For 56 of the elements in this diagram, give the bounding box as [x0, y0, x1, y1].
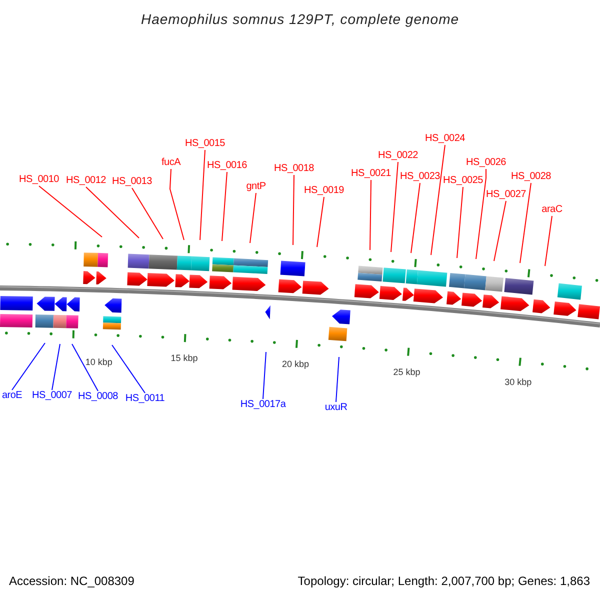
- leader-line: [494, 200, 506, 262]
- leader-line: [336, 356, 340, 402]
- gene-label: HS_0012: [66, 175, 106, 187]
- gene-label: HS_0008: [78, 391, 118, 403]
- leader-line: [370, 180, 372, 250]
- leader-line: [544, 216, 552, 266]
- gene-label: HS_0017a: [240, 399, 286, 411]
- gene-label: HS_0021: [351, 168, 391, 180]
- gene-label: HS_0007: [32, 390, 72, 402]
- leader-line: [250, 192, 256, 244]
- leader-line: [72, 344, 98, 392]
- accession-text: Accession: NC_008309: [9, 574, 134, 588]
- gene-label: HS_0015: [185, 138, 225, 150]
- leader-line: [112, 344, 146, 394]
- gene-label: HS_0024: [425, 133, 465, 145]
- gene-label: HS_0019: [304, 185, 344, 197]
- scale-label: 25 kbp: [393, 366, 420, 377]
- gene-label: aroE: [2, 390, 22, 402]
- scale-label: 30 kbp: [504, 376, 532, 387]
- leader-line: [222, 172, 228, 242]
- gene-label: HS_0022: [378, 150, 418, 162]
- gene-label: HS_0011: [125, 393, 165, 405]
- leader-line: [262, 352, 266, 400]
- leader-line: [476, 168, 486, 260]
- leader-line: [132, 188, 164, 240]
- genome-info-text: Topology: circular; Length: 2,007,700 bp; Genes: 1,863: [298, 574, 590, 588]
- scale-label: 20 kbp: [282, 358, 310, 369]
- leader-line: [430, 144, 446, 256]
- map-title: Haemophilus somnus 129PT, complete genome: [140, 11, 460, 27]
- leader-line: [390, 162, 398, 252]
- leader-line: [38, 186, 102, 238]
- gene-label: HS_0016: [207, 160, 247, 172]
- gene-label: uxuR: [324, 402, 348, 414]
- leader-line: [520, 182, 532, 264]
- gene-label: araC: [542, 204, 562, 216]
- gene-label: HS_0010: [19, 174, 59, 186]
- gene-label: HS_0013: [112, 176, 152, 188]
- leader-line: [410, 182, 420, 254]
- scale-label: 15 kbp: [170, 353, 198, 364]
- leader-line: [316, 196, 324, 248]
- scale-label: 10 kbp: [85, 357, 112, 368]
- gene-label: HS_0028: [511, 171, 551, 183]
- leader-line: [170, 168, 184, 240]
- leader-line: [200, 150, 206, 240]
- leader-line: [86, 186, 140, 238]
- gene-label: HS_0026: [466, 157, 506, 169]
- gene-label: HS_0025: [443, 175, 483, 187]
- gene-label: HS_0018: [274, 163, 314, 175]
- gene-label: gntP: [246, 181, 266, 193]
- gene-label: HS_0027: [486, 189, 526, 201]
- leader-line: [12, 342, 46, 390]
- gene-label: fucA: [162, 157, 180, 169]
- leader-line: [456, 186, 464, 258]
- leader-line: [292, 174, 294, 246]
- gene-label: HS_0023: [400, 171, 440, 183]
- leader-line: [52, 344, 60, 390]
